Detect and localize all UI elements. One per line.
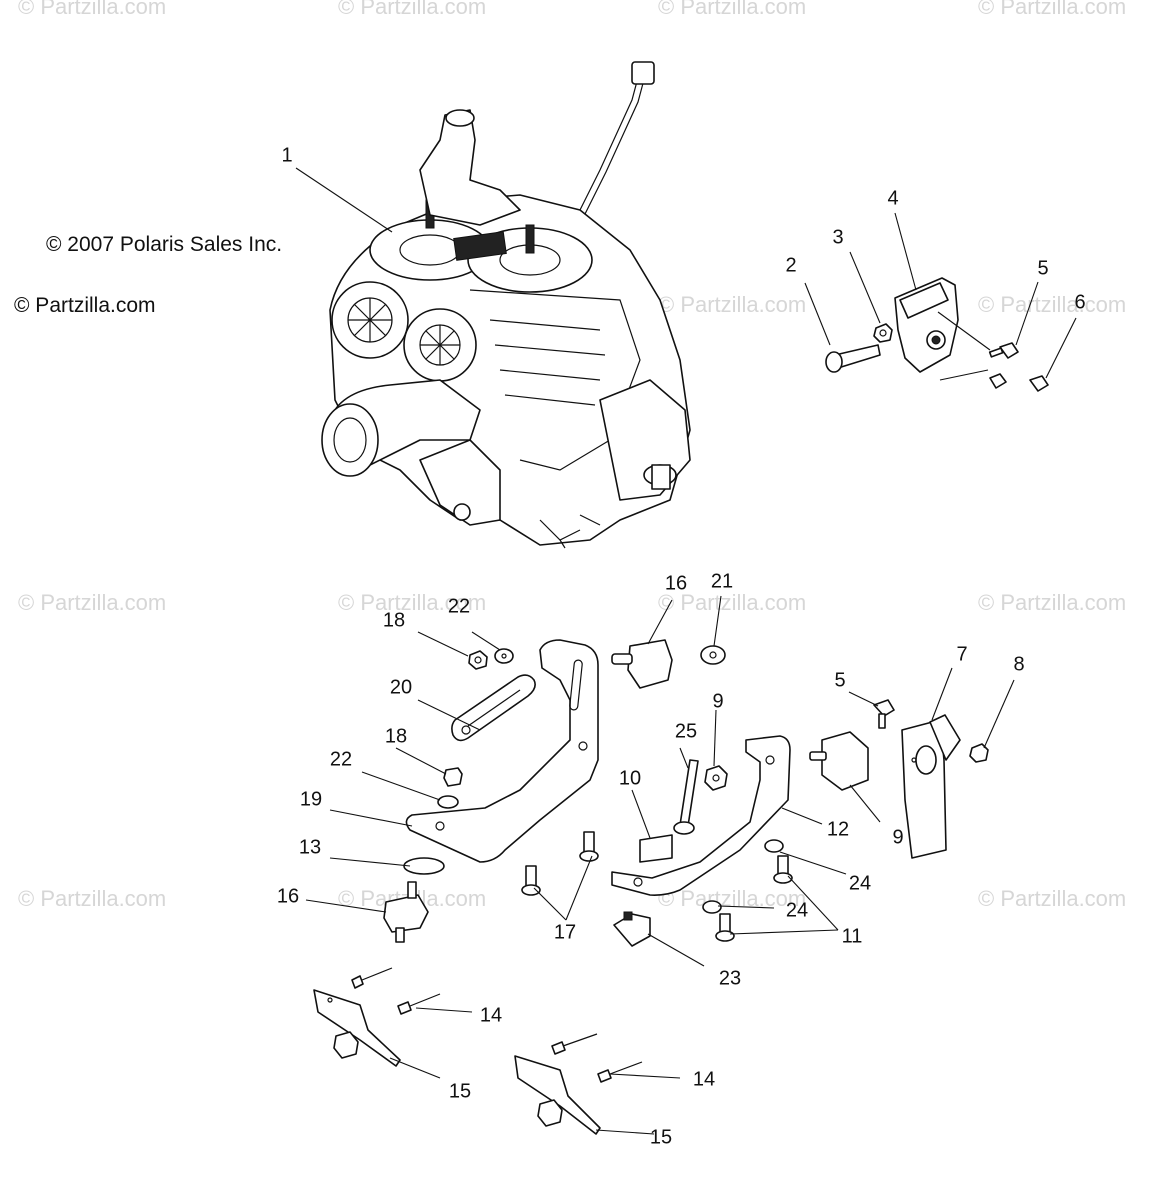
washer-22-top[interactable] xyxy=(494,648,514,664)
callout-8[interactable]: 8 xyxy=(1013,653,1025,676)
callout-1[interactable]: 1 xyxy=(281,144,293,167)
watermark: © Partzilla.com xyxy=(18,590,167,615)
rivet-14-right-a[interactable] xyxy=(551,1033,598,1055)
rivet-14-left-b[interactable] xyxy=(397,993,441,1015)
partzilla-copyright: © Partzilla.com xyxy=(14,294,156,317)
callout-16-lower[interactable]: 16 xyxy=(276,885,300,908)
callout-7[interactable]: 7 xyxy=(956,643,968,666)
callout-5-top[interactable]: 5 xyxy=(1037,257,1049,280)
slotted-plate-20[interactable] xyxy=(451,674,536,742)
callout-20[interactable]: 20 xyxy=(389,676,413,699)
watermark: © Partzilla.com xyxy=(338,590,487,615)
mount-bracket-19[interactable] xyxy=(405,639,599,863)
shim-10[interactable] xyxy=(639,834,673,863)
watermark: © Partzilla.com xyxy=(658,292,807,317)
bolt-2[interactable] xyxy=(825,344,881,373)
engine-assembly[interactable] xyxy=(321,61,691,549)
rivet-14-left-a[interactable] xyxy=(351,967,393,989)
bolt-11-a[interactable] xyxy=(773,855,793,884)
callout-18-lower[interactable]: 18 xyxy=(384,725,408,748)
watermark: © Partzilla.com xyxy=(18,0,167,19)
bracket-15-right[interactable] xyxy=(514,1055,601,1135)
callout-3[interactable]: 3 xyxy=(832,226,844,249)
watermark: © Partzilla.com xyxy=(978,590,1127,615)
bracket-4[interactable] xyxy=(894,277,959,373)
callout-10[interactable]: 10 xyxy=(618,767,642,790)
callout-19[interactable]: 19 xyxy=(299,788,323,811)
bolt-5-top[interactable] xyxy=(988,342,1019,359)
watermark: © Partzilla.com xyxy=(338,0,487,19)
callout-12[interactable]: 12 xyxy=(826,818,850,841)
callout-9-right[interactable]: 9 xyxy=(892,826,904,849)
bolt-5-lower[interactable] xyxy=(873,699,895,729)
bolt-25[interactable] xyxy=(673,759,699,835)
callout-24-lower[interactable]: 24 xyxy=(785,899,809,922)
bumper-23[interactable] xyxy=(613,911,651,947)
callout-11[interactable]: 11 xyxy=(841,925,863,948)
callout-25[interactable]: 25 xyxy=(674,720,698,743)
nut-18-top[interactable] xyxy=(468,650,488,670)
bolt-6[interactable] xyxy=(989,373,1049,392)
nut-9[interactable] xyxy=(704,765,728,791)
callout-13[interactable]: 13 xyxy=(298,836,322,859)
callout-21[interactable]: 21 xyxy=(710,570,734,593)
bracket-15-left[interactable] xyxy=(313,989,401,1067)
mount-bracket-12[interactable] xyxy=(611,735,791,896)
watermark: © Partzilla.com xyxy=(18,886,167,911)
washer-22-lower[interactable] xyxy=(437,795,459,809)
callout-2[interactable]: 2 xyxy=(785,254,797,277)
bracket-7[interactable] xyxy=(901,714,961,859)
nut-18-lower[interactable] xyxy=(443,767,463,787)
callout-4[interactable]: 4 xyxy=(887,187,899,210)
callout-5-lower[interactable]: 5 xyxy=(834,669,846,692)
callout-22-lower[interactable]: 22 xyxy=(329,748,353,771)
watermark: © Partzilla.com xyxy=(978,0,1127,19)
callout-22-top[interactable]: 22 xyxy=(447,595,471,618)
callout-9-top[interactable]: 9 xyxy=(712,690,724,713)
callout-15-left[interactable]: 15 xyxy=(448,1080,472,1103)
rivet-14-right-b[interactable] xyxy=(597,1061,643,1083)
watermark: © Partzilla.com xyxy=(658,590,807,615)
callout-6[interactable]: 6 xyxy=(1074,291,1086,314)
watermark: © Partzilla.com xyxy=(978,886,1127,911)
callout-15-right[interactable]: 15 xyxy=(649,1126,673,1149)
washer-24-a[interactable] xyxy=(764,839,784,853)
isolator-16-top[interactable] xyxy=(611,639,673,689)
callout-17[interactable]: 17 xyxy=(553,921,577,944)
callout-24-right[interactable]: 24 xyxy=(848,872,872,895)
bolt-17-a[interactable] xyxy=(521,865,541,896)
watermark: © Partzilla.com xyxy=(658,0,807,19)
watermark: © Partzilla.com xyxy=(978,292,1127,317)
callout-23[interactable]: 23 xyxy=(718,967,742,990)
washer-24-b[interactable] xyxy=(702,900,722,914)
callout-18-top[interactable]: 18 xyxy=(382,609,406,632)
nut-8[interactable] xyxy=(969,743,989,763)
callout-14-left[interactable]: 14 xyxy=(479,1004,503,1027)
isolator-16-lower[interactable] xyxy=(383,881,429,943)
bolt-17-b[interactable] xyxy=(579,831,599,862)
polaris-copyright: © 2007 Polaris Sales Inc. xyxy=(46,233,283,256)
callout-14-right[interactable]: 14 xyxy=(692,1068,716,1091)
plate-13[interactable] xyxy=(403,857,445,875)
callout-16-top[interactable]: 16 xyxy=(664,572,688,595)
isolator-9[interactable] xyxy=(809,731,869,791)
washer-21[interactable] xyxy=(700,645,726,665)
nut-3[interactable] xyxy=(873,323,893,343)
leader-lines xyxy=(295,167,1077,1135)
bolt-11-b[interactable] xyxy=(715,913,735,942)
